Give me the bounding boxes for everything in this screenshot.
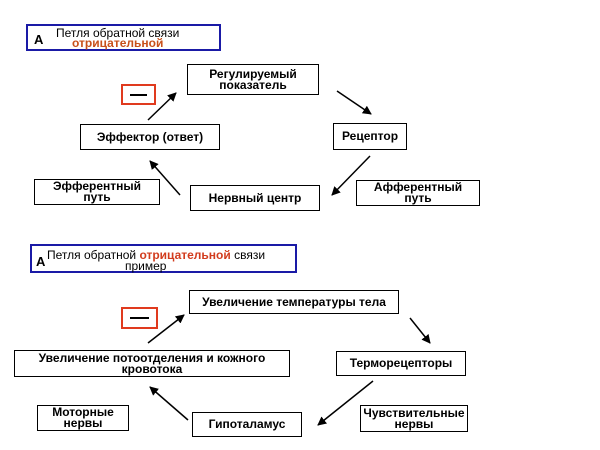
temperature-rise-box: Увеличение температуры тела bbox=[189, 290, 399, 314]
afferent-path-box: Афферентный путь bbox=[356, 180, 480, 206]
sensory-nerves-box: Чувствительные нервы bbox=[360, 405, 468, 432]
arrow-hypo-to-sweat bbox=[149, 386, 189, 421]
minus-icon bbox=[130, 317, 149, 319]
header-a-line2: отрицательной bbox=[72, 36, 164, 50]
motor-nerves-box: Моторные нервы bbox=[37, 405, 129, 431]
arrow-sweat-to-temp bbox=[147, 314, 185, 344]
sweating-box: Увеличение потоотделения и кожного крово… bbox=[14, 350, 290, 377]
efferent-path-box: Эфферентный путь bbox=[34, 179, 160, 205]
header-a-line1: Петля обратной связи bbox=[56, 26, 180, 40]
arrow-regulated-to-receptor bbox=[336, 90, 372, 115]
negative-sign-a bbox=[121, 84, 156, 105]
thermoreceptors-box: Терморецепторы bbox=[336, 351, 466, 376]
arrow-effector-to-regulated bbox=[147, 92, 177, 121]
minus-icon bbox=[130, 93, 147, 96]
header-b-letter: A bbox=[36, 254, 46, 269]
nerve-center-box: Нервный центр bbox=[190, 185, 320, 211]
header-a-letter: A bbox=[34, 32, 44, 47]
negative-sign-b bbox=[121, 307, 158, 329]
arrow-receptor-to-center bbox=[331, 155, 371, 196]
header-b: A Петля обратной отрицательной связи при… bbox=[30, 244, 297, 273]
header-b-line1: Петля обратной отрицательной связи bbox=[47, 248, 266, 262]
arrow-center-to-effector bbox=[149, 160, 181, 196]
effector-box: Эффектор (ответ) bbox=[80, 124, 220, 150]
hypothalamus-box: Гипоталамус bbox=[192, 412, 302, 437]
header-b-accent: отрицательной bbox=[139, 248, 231, 262]
header-a: A Петля обратной связи отрицательной bbox=[26, 24, 221, 51]
arrow-temp-to-thermo bbox=[409, 317, 431, 344]
arrow-thermo-to-hypo bbox=[317, 380, 374, 426]
header-b-line2: пример bbox=[125, 259, 167, 273]
receptor-box: Рецептор bbox=[333, 123, 407, 150]
regulated-value-box: Регулируемый показатель bbox=[187, 64, 319, 95]
header-b-pre: Петля обратной bbox=[47, 248, 140, 262]
header-b-post: связи bbox=[230, 248, 266, 262]
